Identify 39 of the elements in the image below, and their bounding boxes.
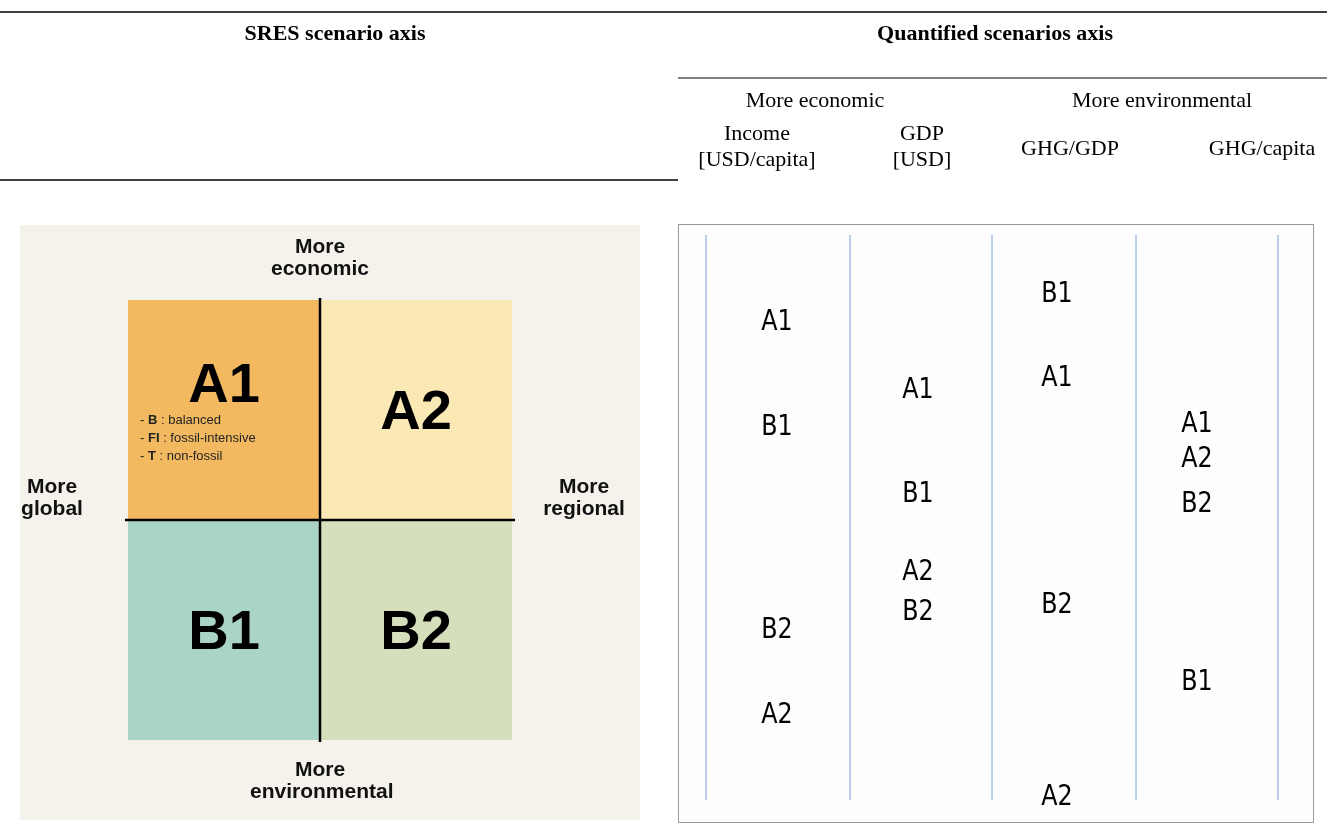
legend-text: - B : balanced bbox=[140, 410, 222, 429]
quadrant-title: A2 bbox=[380, 382, 452, 438]
axis-label: More global bbox=[20, 474, 84, 520]
scenario-label: A2 bbox=[1041, 778, 1073, 812]
scenario-label: B1 bbox=[761, 408, 793, 442]
quadrant-title: B2 bbox=[380, 602, 452, 658]
scenario-label: B2 bbox=[1041, 586, 1073, 620]
group-header: More economic bbox=[745, 87, 885, 113]
quadrant-title: A1 bbox=[188, 354, 260, 411]
column-header: Quantified scenarios axis bbox=[877, 20, 1113, 46]
scenario-label: A2 bbox=[761, 696, 793, 730]
scenario-label: B1 bbox=[1041, 275, 1073, 309]
scenario-label: A1 bbox=[1041, 359, 1073, 393]
scenario-label: B1 bbox=[1181, 663, 1213, 697]
scenario-label: B2 bbox=[1181, 485, 1213, 519]
quadrant-box bbox=[128, 520, 320, 740]
scenario-label: A1 bbox=[761, 303, 793, 337]
scenario-label: B1 bbox=[902, 475, 934, 509]
scenario-label: A2 bbox=[902, 553, 934, 587]
column-header: GHG/GDP bbox=[1021, 135, 1119, 161]
group-header: More environmental bbox=[1071, 87, 1253, 113]
scenario-label: A2 bbox=[1181, 440, 1213, 474]
quadrant-title: B1 bbox=[188, 602, 260, 658]
quadrant-box bbox=[320, 520, 512, 740]
axis-label: More regional bbox=[542, 474, 626, 520]
scenario-label: A1 bbox=[1181, 405, 1213, 439]
column-header: SRES scenario axis bbox=[244, 20, 426, 46]
column-header: GHG/capita bbox=[1208, 135, 1316, 161]
axis-label: More economic bbox=[270, 234, 370, 280]
column-header: GDP [USD] bbox=[891, 120, 953, 172]
quadrant-box bbox=[320, 300, 512, 520]
column-header: Income [USD/capita] bbox=[697, 120, 817, 172]
scenario-label: B2 bbox=[761, 611, 793, 645]
axis-label: More environmental bbox=[250, 757, 390, 803]
scenario-label: A1 bbox=[902, 371, 934, 405]
legend-text: - FI : fossil-intensive bbox=[140, 428, 256, 447]
scenario-label: B2 bbox=[902, 593, 934, 627]
legend-text: - T : non-fossil bbox=[140, 447, 224, 466]
quadrant-box bbox=[128, 300, 320, 520]
